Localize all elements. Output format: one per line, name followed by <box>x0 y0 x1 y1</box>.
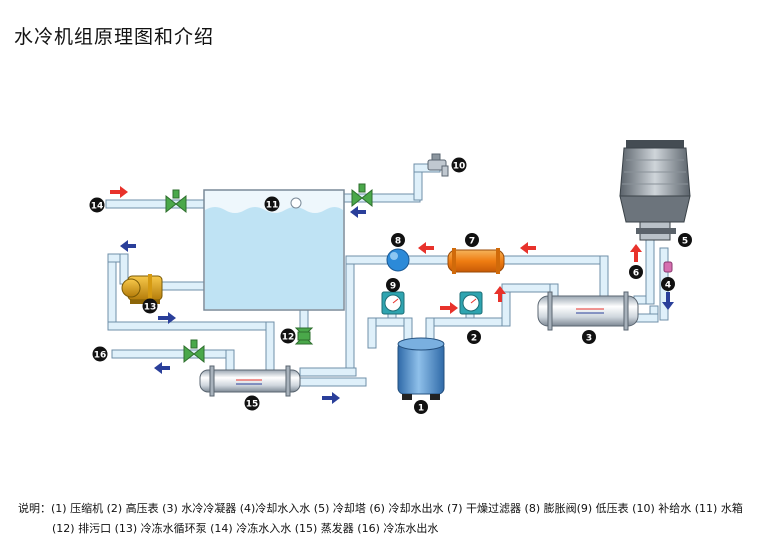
svg-text:10: 10 <box>453 162 466 172</box>
legend-line-2: (12) 排污口 (13) 冷冻水循环泵 (14) 冷冻水入水 (15) 蒸发器… <box>52 522 439 535</box>
callout-16: 16 <box>92 346 108 362</box>
svg-text:1: 1 <box>418 404 424 414</box>
callout-9: 9 <box>386 278 400 292</box>
svg-text:8: 8 <box>395 237 401 247</box>
svg-text:16: 16 <box>94 351 107 361</box>
svg-text:12: 12 <box>282 333 295 343</box>
callout-7: 7 <box>465 233 479 247</box>
legend-line-1: 说明：(1) 压缩机 (2) 高压表 (3) 水冷冷凝器 (4)冷却水入水 (5… <box>18 502 743 515</box>
callout-1: 1 <box>414 400 428 414</box>
low-pressure-gauge <box>381 291 405 315</box>
callout-11: 11 <box>264 196 280 212</box>
svg-text:3: 3 <box>586 334 592 344</box>
flow-arrows <box>110 186 674 404</box>
svg-text:14: 14 <box>91 202 104 212</box>
svg-text:5: 5 <box>682 237 688 247</box>
svg-text:7: 7 <box>469 237 475 247</box>
svg-text:11: 11 <box>266 201 279 211</box>
evaporator <box>199 365 301 397</box>
svg-text:4: 4 <box>665 281 671 291</box>
callout-13: 13 <box>142 298 158 314</box>
valve-chilled-outlet <box>183 339 205 364</box>
svg-text:15: 15 <box>246 400 259 410</box>
callout-10: 10 <box>451 157 467 173</box>
callout-6: 6 <box>629 265 643 279</box>
callout-8: 8 <box>391 233 405 247</box>
callout-3: 3 <box>582 330 596 344</box>
page-title: 水冷机组原理图和介绍 <box>14 26 215 48</box>
callout-12: 12 <box>280 328 296 344</box>
compressor <box>397 337 445 400</box>
svg-text:6: 6 <box>633 269 639 279</box>
cooling-tower <box>619 140 691 273</box>
valve-makeup <box>351 183 373 208</box>
pipe-network <box>105 163 669 387</box>
callout-2: 2 <box>467 330 481 344</box>
callout-15: 15 <box>244 395 260 411</box>
svg-text:9: 9 <box>390 282 396 292</box>
makeup-faucet-icon <box>427 153 449 177</box>
callout-14: 14 <box>89 197 105 213</box>
high-pressure-gauge <box>459 291 483 315</box>
drier-filter <box>447 248 505 274</box>
callout-5: 5 <box>678 233 692 247</box>
callout-4: 4 <box>661 277 675 291</box>
water-cooled-condenser <box>537 291 639 331</box>
valve-drain <box>294 327 314 345</box>
expansion-valve <box>386 248 410 272</box>
svg-text:13: 13 <box>144 303 157 313</box>
svg-text:2: 2 <box>471 334 477 344</box>
valve-chilled-inlet <box>165 189 187 214</box>
chilled-water-pump <box>121 274 163 304</box>
